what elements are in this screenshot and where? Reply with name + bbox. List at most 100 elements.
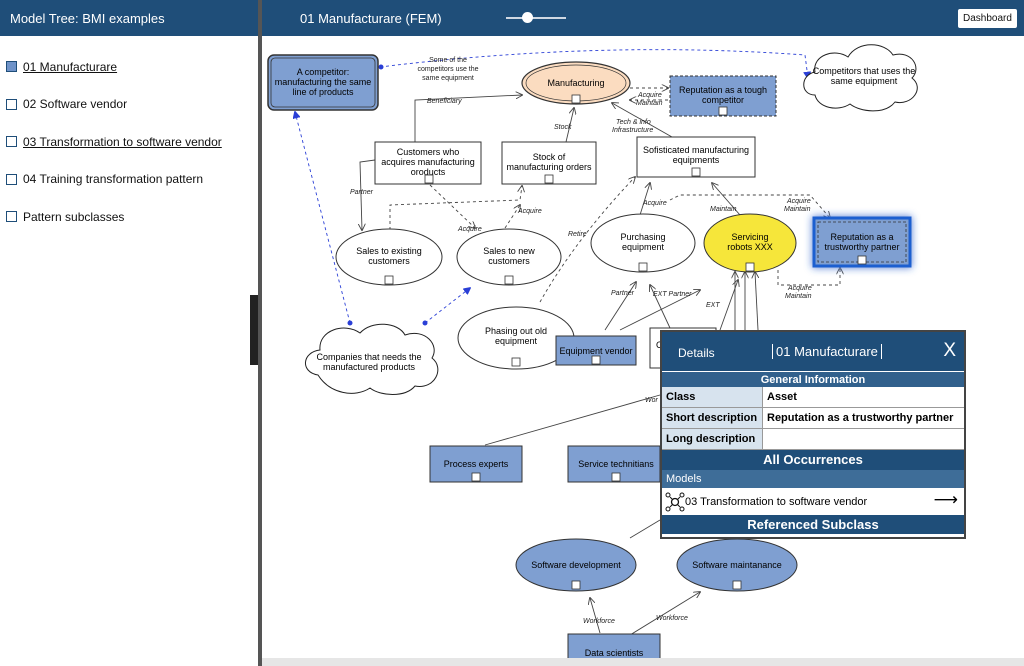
expand-icon[interactable]	[424, 174, 434, 184]
expand-icon[interactable]	[691, 167, 701, 177]
cloud-shape[interactable]	[305, 323, 439, 395]
node-shape[interactable]	[567, 633, 661, 658]
expand-icon[interactable]	[571, 580, 581, 590]
node-service-tech[interactable]: Service technitians	[567, 445, 661, 483]
details-model-name: 01 Manufacturare	[772, 344, 882, 359]
node-shape[interactable]	[267, 54, 379, 111]
expand-icon[interactable]	[471, 472, 481, 482]
label-line-2: acquires manufacturing	[381, 157, 475, 167]
expand-icon[interactable]	[718, 106, 728, 116]
label-line-2: equipment	[622, 242, 665, 252]
tree-checkbox-icon[interactable]	[6, 136, 17, 148]
node-shape[interactable]	[515, 538, 637, 592]
tree-item-label[interactable]: 02 Software vendor	[23, 97, 128, 112]
connector	[604, 282, 636, 331]
node-label: Software development	[531, 560, 621, 570]
node-software-dev[interactable]: Software development	[515, 538, 637, 592]
occurrence-model-row[interactable]: 03 Transformation to software vendor ⟶	[662, 488, 964, 515]
expand-icon[interactable]	[611, 472, 621, 482]
close-icon[interactable]: X	[943, 340, 956, 361]
referenced-subclass-header: Referenced Subclass	[662, 515, 964, 534]
node-shape[interactable]	[676, 538, 798, 592]
node-equipment-vendor[interactable]: Equipment vendor	[555, 335, 637, 366]
tree-item-software-vendor[interactable]: 02 Software vendor	[0, 86, 258, 124]
zoom-slider-knob[interactable]	[522, 12, 533, 23]
dashed-blue-connector	[424, 288, 470, 324]
node-manufacturing[interactable]: Manufacturing	[521, 61, 631, 105]
tree-checkbox-icon[interactable]	[6, 61, 17, 73]
dashboard-button[interactable]: Dashboard	[958, 9, 1017, 28]
connector	[629, 519, 661, 539]
tree-item-label[interactable]: Pattern subclasses	[23, 209, 125, 224]
tree-item-training-pattern[interactable]: 04 Training transformation pattern	[0, 161, 258, 199]
tree-item-transformation[interactable]: 03 Transformation to software vendor	[0, 123, 258, 161]
expand-icon[interactable]	[544, 174, 554, 184]
detail-row-class: Class Asset	[662, 387, 964, 408]
label-line-1: Some of the	[429, 57, 467, 64]
connector-label: Workforce	[656, 615, 688, 622]
expand-icon[interactable]	[857, 255, 867, 265]
expand-icon[interactable]	[591, 355, 601, 365]
node-shape[interactable]	[590, 213, 696, 273]
expand-icon[interactable]	[745, 262, 755, 272]
zoom-slider[interactable]	[506, 17, 566, 19]
connector-label: Stock	[554, 124, 572, 131]
tree-checkbox-icon[interactable]	[6, 98, 17, 110]
icon-shape	[679, 506, 685, 511]
expand-icon[interactable]	[504, 275, 514, 285]
node-shape[interactable]	[456, 228, 562, 286]
expand-icon[interactable]	[571, 94, 581, 104]
tree-item-label[interactable]: 04 Training transformation pattern	[23, 172, 204, 187]
tree-item-pattern-subclasses[interactable]: Pattern subclasses	[0, 198, 258, 236]
expand-icon[interactable]	[638, 262, 648, 272]
model-tree-list: 01 Manufacturare 02 Software vendor 03 T…	[0, 36, 258, 236]
tree-item-label[interactable]: 03 Transformation to software vendor	[23, 134, 222, 149]
splitter-handle[interactable]	[250, 295, 258, 365]
expand-icon[interactable]	[384, 275, 394, 285]
connector-lines	[295, 49, 840, 636]
horizontal-scrollbar[interactable]	[262, 658, 1024, 666]
expand-icon[interactable]	[732, 580, 742, 590]
tree-item-label[interactable]: 01 Manufacturare	[23, 59, 118, 74]
tree-checkbox-icon[interactable]	[6, 211, 17, 223]
connector	[565, 108, 574, 143]
cloud-shape[interactable]	[803, 44, 918, 112]
details-header: Details 01 Manufacturare X	[662, 332, 964, 371]
diagram-title: 01 Manufacturare (FEM)	[300, 11, 442, 26]
connector	[639, 183, 650, 216]
expand-icon[interactable]	[511, 357, 521, 367]
node-label: Software maintanance	[692, 560, 782, 570]
occurrence-model-name[interactable]: 03 Transformation to software vendor	[685, 495, 868, 508]
node-shape[interactable]	[335, 228, 443, 286]
tree-item-manufacturare[interactable]: 01 Manufacturare	[0, 48, 258, 86]
node-shape[interactable]	[703, 213, 797, 273]
node-process-experts[interactable]: Process experts	[429, 445, 523, 483]
connector	[755, 272, 758, 331]
node-software-maint[interactable]: Software maintanance	[676, 538, 798, 592]
node-data-scientists[interactable]: Data scientists	[567, 633, 661, 658]
arrow-right-icon[interactable]: ⟶	[933, 490, 958, 509]
panel-splitter[interactable]	[258, 0, 262, 666]
node-shape[interactable]	[521, 61, 631, 105]
connector-label: Wor	[645, 397, 659, 404]
tree-checkbox-icon[interactable]	[6, 173, 17, 185]
label-line-2: competitors use the	[417, 66, 478, 73]
